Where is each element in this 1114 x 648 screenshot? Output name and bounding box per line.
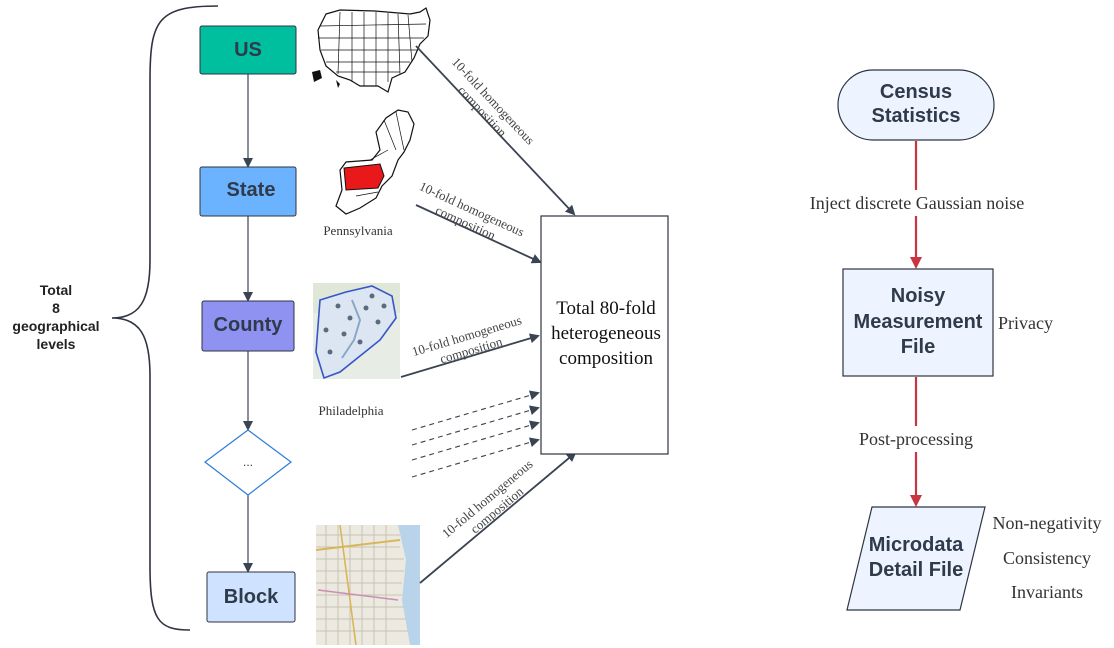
svg-text:File: File [901,336,935,358]
census-statistics-node[interactable]: Census Statistics [837,69,995,141]
post-processing-label: Post-processing [859,429,973,449]
svg-text:Non-negativity: Non-negativity [993,513,1102,533]
svg-text:Noisy: Noisy [891,285,946,307]
svg-text:Census: Census [880,81,952,103]
svg-text:Microdata: Microdata [869,534,964,556]
microdata-detail-file-node[interactable]: Microdata Detail File [846,506,986,611]
constraints-list: Non-negativity Consistency Invariants [993,513,1102,602]
level-block[interactable]: Block [206,571,296,623]
svg-text:geographical: geographical [12,318,99,334]
level-us[interactable]: US [199,25,297,75]
block-map-image [315,524,420,646]
svg-text:Consistency: Consistency [1003,548,1091,568]
inject-noise-label: Inject discrete Gaussian noise [810,193,1024,213]
dashed-arrows [411,390,540,478]
level-county[interactable]: County [201,300,295,352]
edge-label-block: 10-fold homogeneous composition [439,456,536,541]
svg-text:Block: Block [224,586,279,608]
total-levels-label: Total 8 geographical levels [12,282,99,352]
edge-label-state: 10-fold homogeneous composition [417,178,527,243]
svg-text:...: ... [243,455,253,469]
philadelphia-caption: Philadelphia [319,403,384,418]
svg-text:levels: levels [37,336,76,352]
composition-arrows [400,45,577,584]
us-map-image [312,7,431,93]
philadelphia-map-image: Philadelphia [313,283,400,418]
noisy-measurement-node[interactable]: Noisy Measurement File [842,268,994,377]
svg-text:Total 80-fold: Total 80-fold [556,298,656,319]
edge-label-us: 10-fold homogeneous composition [449,54,538,147]
svg-text:State: State [227,179,276,201]
pennsylvania-map-image: Pennsylvania [323,109,415,238]
total-composition-box[interactable]: Total 80-fold heterogeneous composition [540,215,669,455]
edge-label-county: 10-fold homogeneous composition [410,312,523,366]
svg-text:heterogeneous: heterogeneous [551,323,661,344]
svg-text:Measurement: Measurement [854,311,983,333]
svg-text:Statistics: Statistics [872,105,961,127]
pennsylvania-caption: Pennsylvania [323,223,393,238]
svg-text:composition: composition [559,348,653,369]
level-ellipsis[interactable]: ... [204,429,292,496]
svg-text:US: US [234,39,262,61]
svg-text:8: 8 [52,300,60,316]
svg-text:Detail File: Detail File [869,559,963,581]
privacy-label: Privacy [998,313,1053,333]
svg-text:County: County [214,314,284,336]
svg-text:Total: Total [40,282,72,298]
level-state[interactable]: State [199,166,297,217]
svg-text:Invariants: Invariants [1011,582,1083,602]
curly-brace [111,5,219,631]
